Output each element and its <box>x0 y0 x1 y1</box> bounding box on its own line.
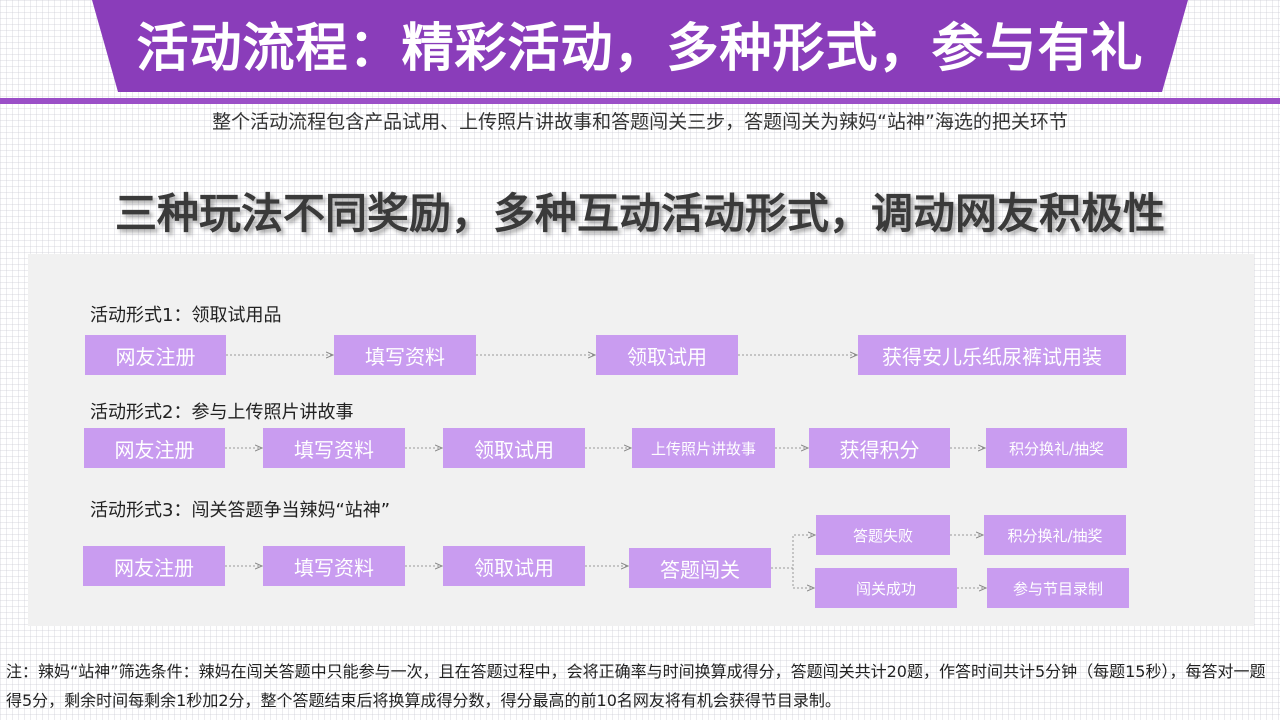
branch-success-arrow <box>792 568 814 588</box>
banner-shape <box>92 0 1188 92</box>
flow-2-label: 活动形式2：参与上传照片讲故事 <box>90 402 354 423</box>
flow-1-label: 活动形式1：领取试用品 <box>90 305 282 326</box>
flow-2-step-upload-story: 上传照片讲故事 <box>632 428 775 468</box>
flow-1-step-get-trial: 领取试用 <box>596 335 738 375</box>
flow-2-step-redeem: 积分换礼/抽奖 <box>986 428 1127 468</box>
page-title: 活动流程：精彩活动，多种形式，参与有礼 <box>136 19 1144 79</box>
flow-3-label: 活动形式3：闯关答题争当辣妈“站神” <box>90 500 391 521</box>
flow-3-step-get-trial: 领取试用 <box>443 546 585 586</box>
footnote: 注：辣妈“站神”筛选条件：辣妈在闯关答题中只能参与一次，且在答题过程中，会将正确… <box>6 662 1266 710</box>
flow-2-step-get-trial: 领取试用 <box>443 428 585 468</box>
flow-3-branch-success-recording: 参与节目录制 <box>987 568 1129 608</box>
flow-3-branch-fail-redeem: 积分换礼/抽奖 <box>984 515 1126 555</box>
page-subtitle: 整个活动流程包含产品试用、上传照片讲故事和答题闯关三步，答题闯关为辣妈“站神”海… <box>212 111 1068 133</box>
flow-3-branch-success: 闯关成功 <box>815 568 957 608</box>
flow-1-step-reward: 获得安儿乐纸尿裤试用装 <box>858 335 1126 375</box>
flow-2-step-register: 网友注册 <box>84 428 225 468</box>
flow-3-step-register: 网友注册 <box>83 546 225 586</box>
headline: 三种玩法不同奖励，多种互动活动形式，调动网友积极性 <box>114 189 1165 238</box>
flow-3-step-quiz: 答题闯关 <box>629 548 771 588</box>
flow-1-step-register: 网友注册 <box>85 335 226 375</box>
branch-fail-arrow <box>771 535 815 569</box>
flow-3-branch-fail: 答题失败 <box>816 515 950 555</box>
flow-3-step-fill-info: 填写资料 <box>263 546 405 586</box>
title-underline <box>0 98 1280 104</box>
flow-2-step-fill-info: 填写资料 <box>263 428 405 468</box>
flow-2-step-earn-points: 获得积分 <box>809 428 950 468</box>
flow-1-step-fill-info: 填写资料 <box>334 335 476 375</box>
title-banner <box>0 0 1280 96</box>
